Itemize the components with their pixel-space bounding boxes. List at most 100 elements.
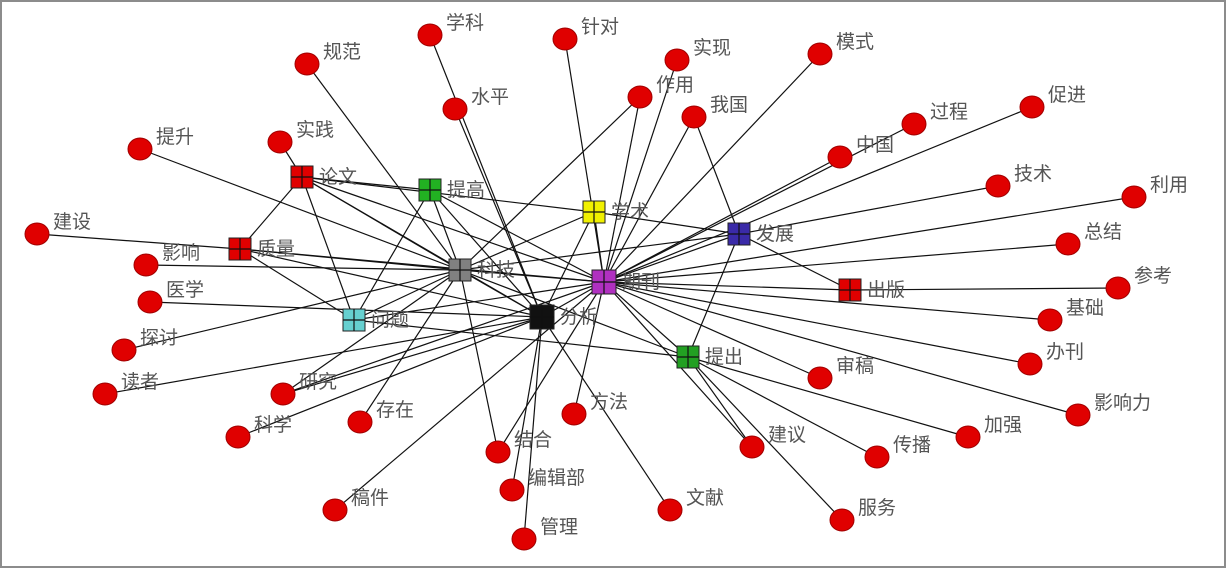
nodes-layer: 学科针对规范实现模式水平作用我国过程促进实践提升中国技术利用建设总结影响参考医学… <box>24 12 1188 551</box>
edge-qikan-tigao <box>429 189 605 283</box>
hub-label: 期刊 <box>622 271 660 293</box>
hub-xueshu: 学术 <box>582 200 649 224</box>
node-label: 存在 <box>376 399 414 421</box>
hub-label: 论文 <box>319 166 357 188</box>
edge-keji-tigao <box>429 189 461 271</box>
node-dot <box>552 27 578 51</box>
edge-wenti-tigao <box>353 189 431 321</box>
edge-bianjibu-fenxi <box>511 316 543 491</box>
node-woguo: 我国 <box>681 94 748 129</box>
node-bankan: 办刊 <box>1017 341 1084 376</box>
hub-fenxi: 分析 <box>529 304 598 330</box>
node-label: 学科 <box>446 12 484 34</box>
hub-tichu: 提出 <box>676 345 743 369</box>
edge-xueke-fenxi <box>429 34 543 318</box>
node-label: 实践 <box>296 119 334 141</box>
node-zhendui: 针对 <box>552 16 619 51</box>
node-dot <box>1055 232 1081 256</box>
hub-keji: 科技 <box>448 258 515 282</box>
edge-moshi-qikan <box>603 53 821 283</box>
node-dot <box>561 402 587 426</box>
node-jianyi: 建议 <box>739 424 806 459</box>
node-shengao: 审稿 <box>807 355 874 390</box>
node-label: 探讨 <box>140 327 178 349</box>
node-dot <box>24 222 50 246</box>
node-label: 水平 <box>471 86 509 108</box>
node-label: 过程 <box>930 101 968 123</box>
node-gaojian: 稿件 <box>322 487 389 522</box>
node-dot <box>807 366 833 390</box>
node-label: 读者 <box>121 371 159 393</box>
edge-keji-zhiliang <box>239 248 461 271</box>
node-dot <box>347 410 373 434</box>
edge-guocheng-qikan <box>603 123 915 283</box>
node-jiaqiang: 加强 <box>955 414 1022 449</box>
edge-shixian-qikan <box>603 59 678 283</box>
node-label: 加强 <box>984 414 1022 436</box>
node-dot <box>270 382 296 406</box>
node-wenxian: 文献 <box>657 487 724 522</box>
edge-jiehe-qikan <box>497 281 605 453</box>
node-xueke: 学科 <box>417 12 484 47</box>
node-yanjiu: 研究 <box>270 371 337 406</box>
node-dot <box>807 42 833 66</box>
node-shuiping: 水平 <box>442 86 509 121</box>
node-label: 基础 <box>1066 297 1104 319</box>
node-jiehe: 结合 <box>485 429 552 464</box>
node-dot <box>1121 185 1147 209</box>
node-label: 参考 <box>1134 265 1172 287</box>
node-guocheng: 过程 <box>901 101 968 136</box>
node-dot <box>864 445 890 469</box>
node-label: 科学 <box>254 414 292 436</box>
node-dot <box>485 440 511 464</box>
edge-duzhe-fenxi <box>104 316 543 395</box>
node-jichu: 基础 <box>1037 297 1104 332</box>
node-kexue: 科学 <box>225 414 292 449</box>
hub-zhiliang: 质量 <box>228 237 295 261</box>
edge-yingxiangli-qikan <box>603 281 1079 416</box>
node-label: 传播 <box>893 434 931 456</box>
edge-jichu-qikan <box>603 281 1051 321</box>
edge-guanli-fenxi <box>523 316 543 540</box>
edge-keji-tichu <box>459 269 689 358</box>
edge-wenti-tichu <box>353 319 689 358</box>
edge-qikan-fazhan <box>603 233 740 283</box>
edge-keji-fazhan <box>459 233 740 271</box>
node-bianjibu: 编辑部 <box>499 467 585 502</box>
edge-zhendui-qikan <box>564 38 605 283</box>
node-label: 我国 <box>710 94 748 116</box>
edge-tichu-fazhan <box>687 233 740 358</box>
node-label: 文献 <box>686 487 724 509</box>
edge-zhiliang-wenti <box>239 248 355 321</box>
node-label: 针对 <box>581 16 619 38</box>
hub-label: 分析 <box>560 306 598 328</box>
edge-fenxi-xueshu <box>541 211 595 318</box>
hub-lunwen: 论文 <box>290 165 357 189</box>
node-dot <box>1037 308 1063 332</box>
edge-liyong-qikan <box>603 196 1135 283</box>
node-dot <box>1105 276 1131 300</box>
edge-keji-xueshu <box>459 211 595 271</box>
edge-fuwu-tichu <box>687 356 843 521</box>
node-label: 研究 <box>299 371 337 393</box>
edge-zuoyong-keji <box>459 96 641 271</box>
node-label: 医学 <box>166 279 204 301</box>
edge-wenxian-fenxi <box>541 316 671 511</box>
node-dot <box>127 137 153 161</box>
node-label: 影响力 <box>1094 392 1151 414</box>
node-dot <box>133 253 159 277</box>
node-dot <box>1019 95 1045 119</box>
edge-lunwen-wenti <box>301 176 355 321</box>
node-label: 利用 <box>1150 174 1188 196</box>
node-label: 管理 <box>540 516 578 538</box>
node-dot <box>137 290 163 314</box>
node-label: 影响 <box>162 242 200 264</box>
edge-tisheng-keji <box>139 148 461 271</box>
hub-label: 发展 <box>756 223 794 245</box>
node-cunzai: 存在 <box>347 399 414 434</box>
edge-fangfa-qikan <box>573 281 605 415</box>
node-label: 促进 <box>1048 84 1086 106</box>
node-tisheng: 提升 <box>127 126 194 161</box>
edge-qikan-chuban <box>603 281 851 291</box>
edges-layer <box>36 34 1135 540</box>
